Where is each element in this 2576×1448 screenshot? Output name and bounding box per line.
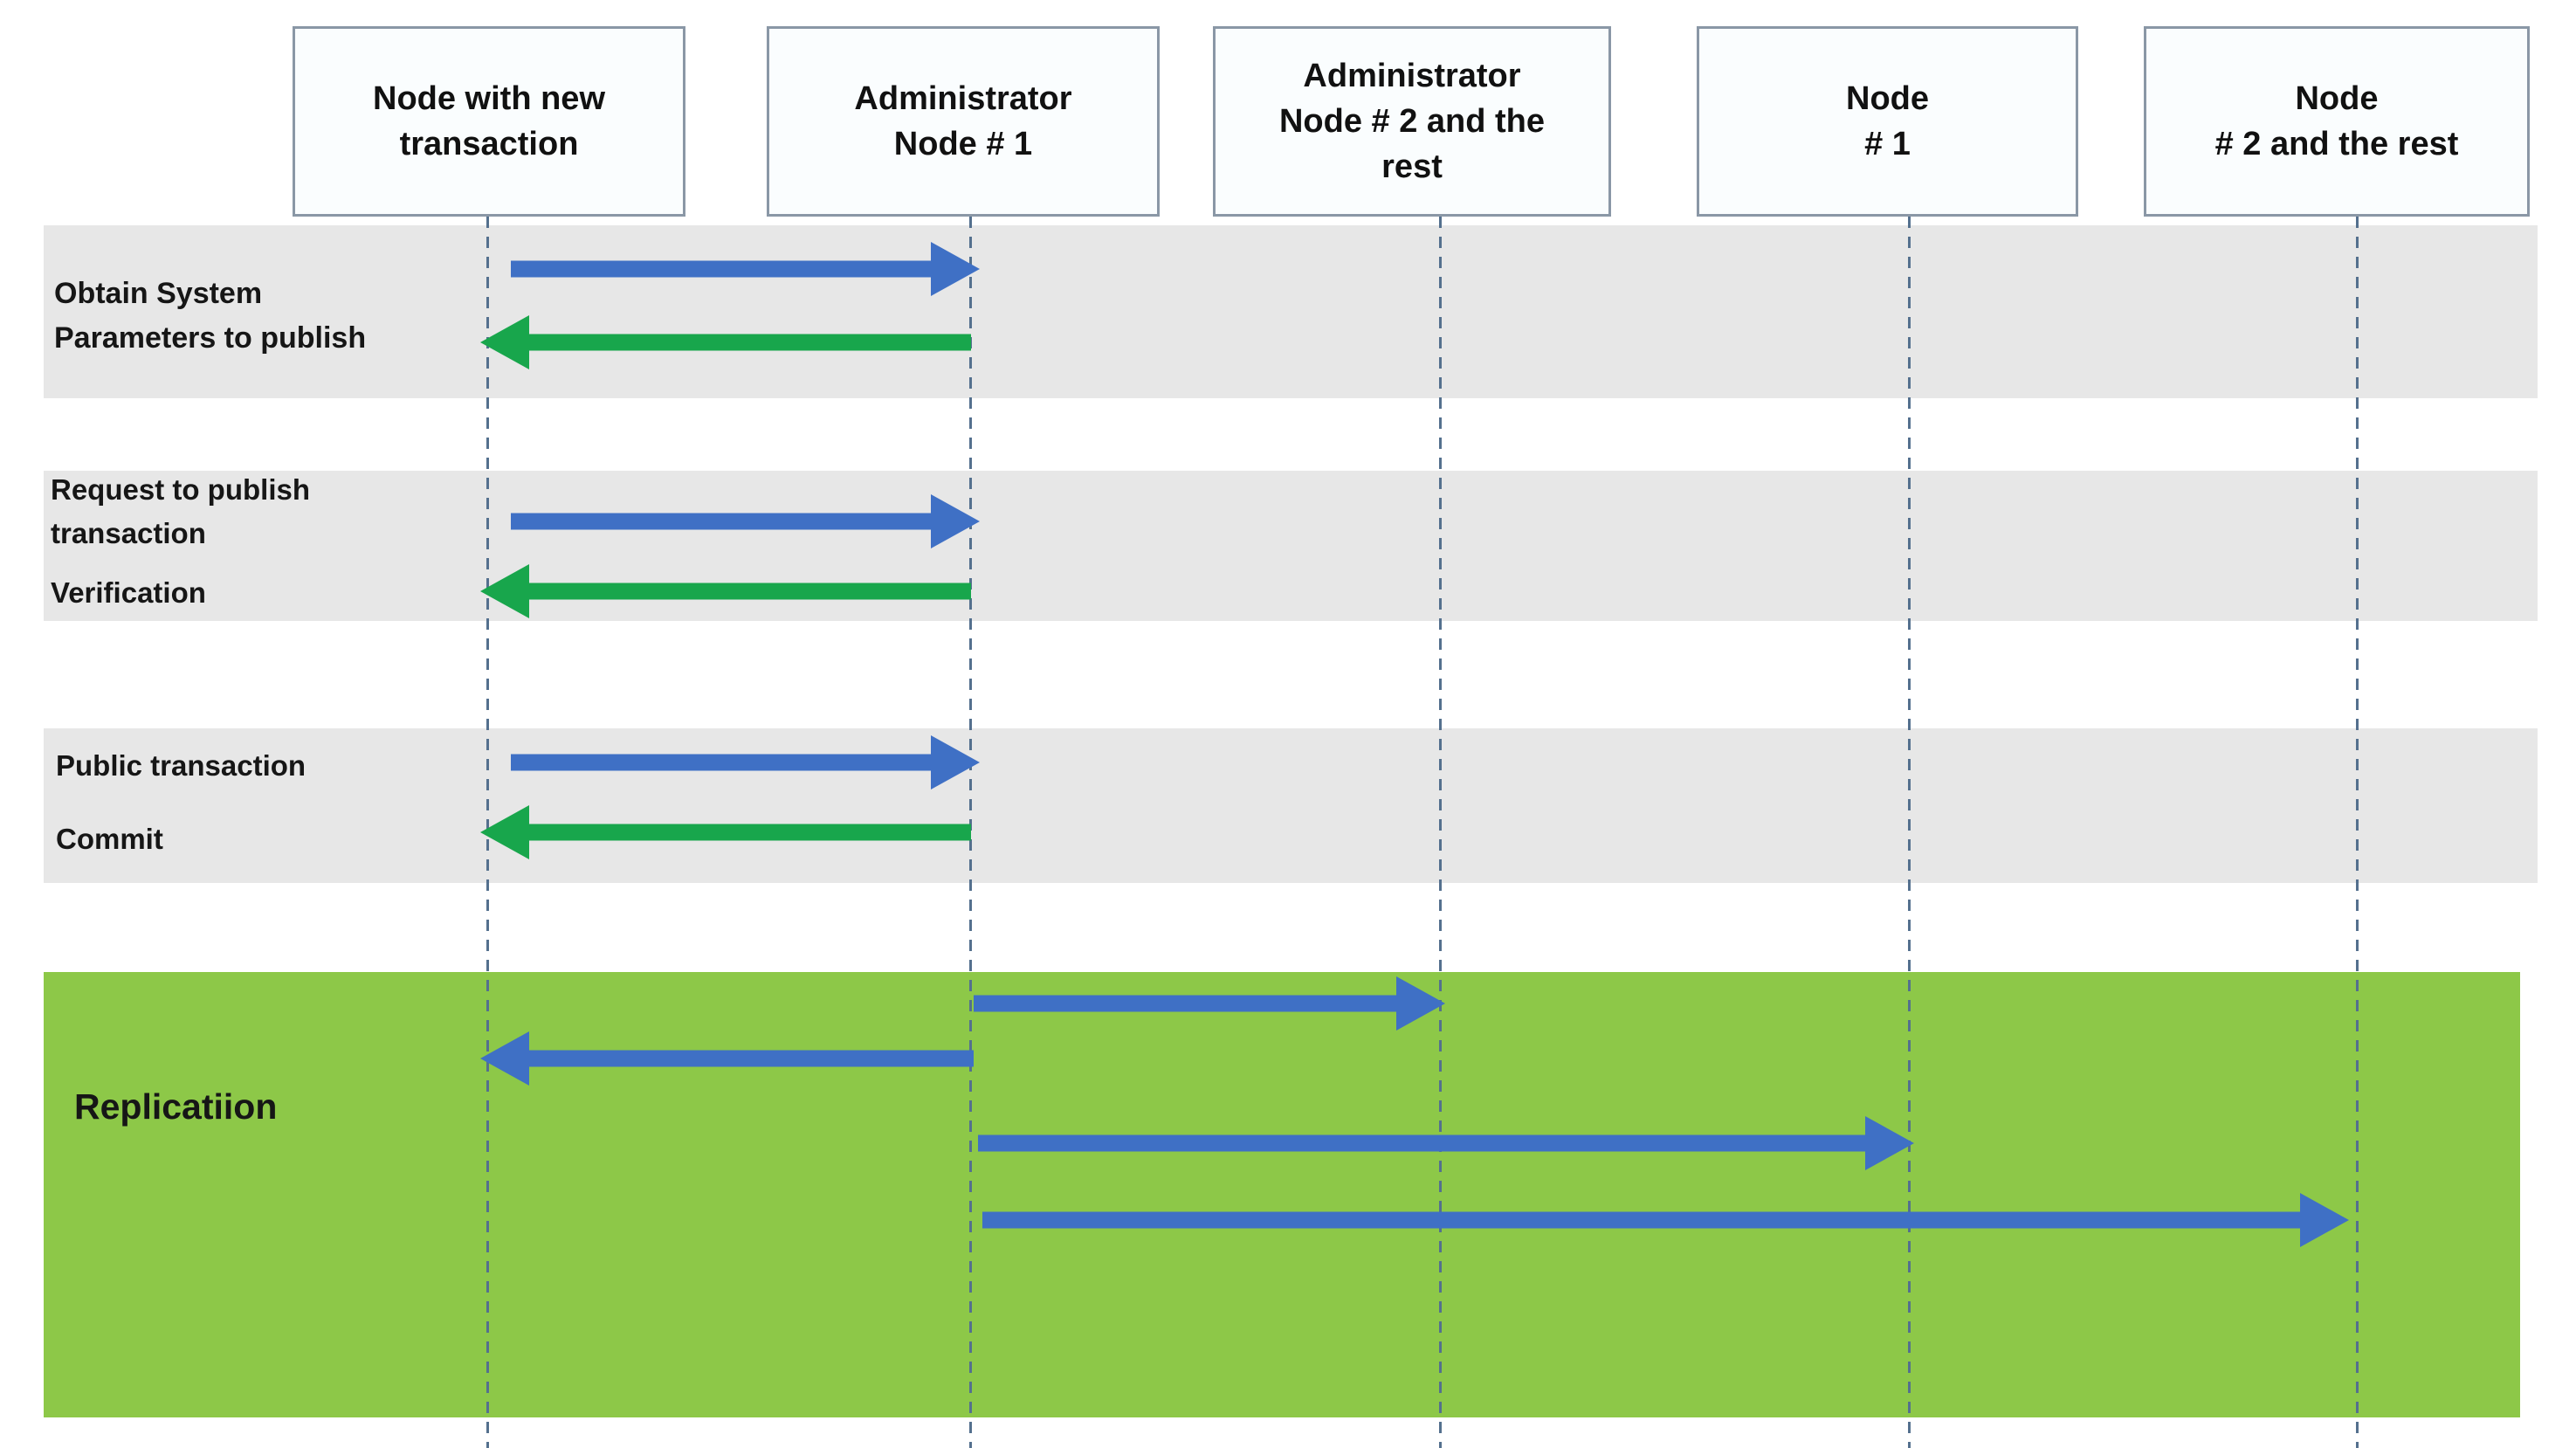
message-arrow-public-transaction bbox=[511, 734, 980, 790]
replication-arrow-to-node-2-and-rest bbox=[982, 1192, 2349, 1248]
message-label-public-transaction: Public transaction bbox=[56, 749, 307, 782]
replication-arrow-to-node-1 bbox=[978, 1115, 1914, 1171]
message-label-commit: Commit bbox=[56, 823, 163, 855]
arrow-shaft bbox=[522, 583, 971, 600]
message-arrow-obtain-parameters-reply bbox=[480, 314, 971, 370]
message-label-verification: Verification bbox=[51, 576, 206, 609]
arrow-head bbox=[931, 735, 980, 790]
arrow-shaft bbox=[511, 754, 938, 771]
arrow-shaft bbox=[974, 995, 1403, 1012]
arrow-head bbox=[480, 1031, 529, 1086]
arrow-head bbox=[1396, 976, 1445, 1031]
arrow-head bbox=[480, 315, 529, 369]
actor-box-node-with-new-transaction: Node with new transaction bbox=[293, 26, 685, 217]
actor-box-administrator-node-2-and-rest: Administrator Node # 2 and the rest bbox=[1213, 26, 1611, 217]
arrow-shaft bbox=[522, 1050, 974, 1067]
phase-band-request-publish bbox=[44, 471, 2538, 621]
arrow-shaft bbox=[511, 260, 938, 278]
arrow-head bbox=[1865, 1116, 1914, 1170]
replication-label: Replicatiion bbox=[74, 1086, 278, 1127]
actor-label: Administrator Node # 2 and the rest bbox=[1278, 58, 1546, 185]
actor-box-node-2-and-rest: Node # 2 and the rest bbox=[2144, 26, 2530, 217]
actor-box-node-1: Node # 1 bbox=[1697, 26, 2078, 217]
actor-label: Node with new transaction bbox=[373, 80, 605, 162]
message-arrow-obtain-parameters-request bbox=[511, 241, 980, 297]
phase-label-obtain-system-parameters: Obtain System Parameters to publish bbox=[54, 277, 367, 355]
phase-band-obtain-parameters bbox=[44, 225, 2538, 398]
message-arrow-commit bbox=[480, 804, 971, 860]
replication-arrow-to-admin-node-2 bbox=[974, 976, 1445, 1031]
replication-arrow-to-node-with-new-transaction bbox=[480, 1031, 974, 1086]
arrow-head bbox=[931, 494, 980, 548]
arrow-head bbox=[480, 805, 529, 859]
arrow-shaft bbox=[511, 513, 938, 530]
message-arrow-verification bbox=[480, 563, 971, 619]
arrow-head bbox=[931, 242, 980, 296]
replication-band bbox=[44, 972, 2520, 1417]
actor-box-administrator-node-1: Administrator Node # 1 bbox=[767, 26, 1160, 217]
actor-label: Administrator Node # 1 bbox=[854, 80, 1072, 162]
actor-label: Node # 1 bbox=[1846, 80, 1929, 162]
message-label-request-to-publish-transaction: Request to publish transaction bbox=[51, 473, 310, 549]
phase-band-public-transaction bbox=[44, 728, 2538, 883]
arrow-head bbox=[480, 564, 529, 618]
lifeline-administrator-node-2-and-rest bbox=[1439, 217, 1442, 1448]
arrow-shaft bbox=[522, 824, 971, 841]
arrow-shaft bbox=[982, 1211, 2307, 1229]
arrow-head bbox=[2300, 1193, 2349, 1247]
lifeline-node-2-and-rest bbox=[2356, 217, 2359, 1448]
arrow-shaft bbox=[978, 1134, 1872, 1152]
message-arrow-request-to-publish bbox=[511, 493, 980, 549]
arrow-shaft bbox=[522, 334, 971, 351]
lifeline-node-1 bbox=[1908, 217, 1911, 1448]
actor-label: Node # 2 and the rest bbox=[2214, 80, 2459, 162]
